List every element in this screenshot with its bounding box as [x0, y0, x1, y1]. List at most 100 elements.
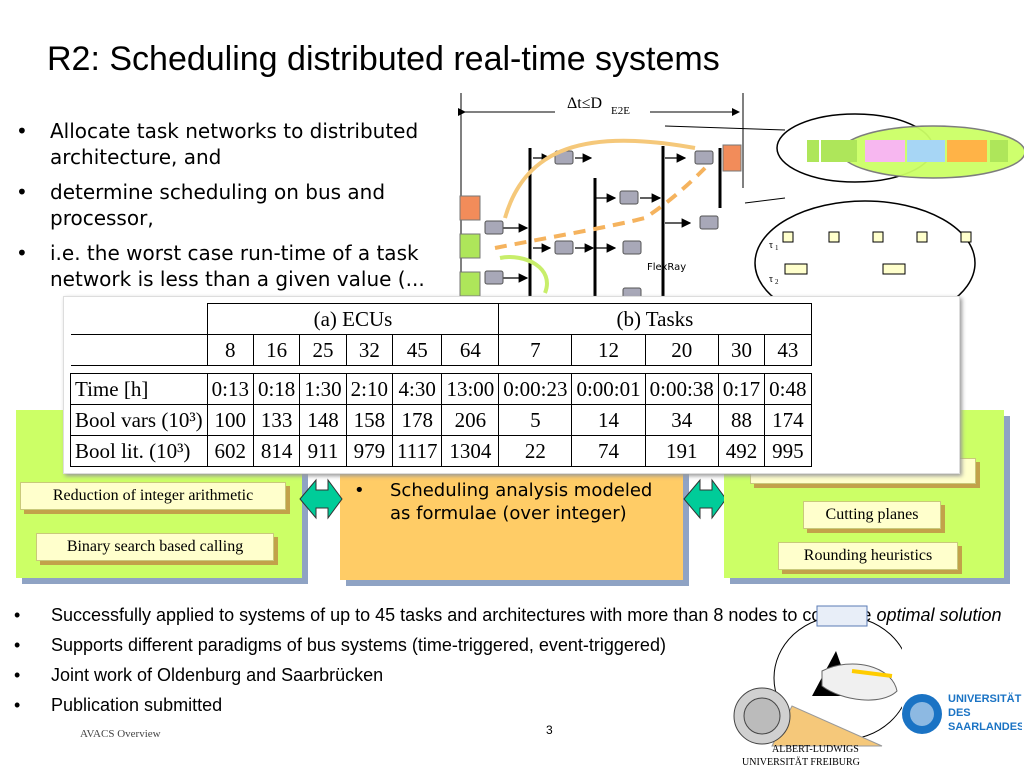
table-cell: 14: [571, 404, 646, 436]
table-header-row: (a) ECUs (b) Tasks: [70, 303, 812, 335]
svg-text:DES: DES: [948, 707, 971, 719]
table-cell: 158: [345, 404, 394, 436]
table-cell: 74: [571, 435, 646, 467]
table-cell: 1:30: [299, 373, 347, 405]
row-label: Time [h]: [70, 373, 208, 405]
ecu-chip-icon: [619, 190, 639, 205]
ecu-chip-icon: [694, 150, 714, 165]
oldenburg-logo-icon: [816, 605, 868, 627]
e2e-subscript: E2E: [611, 105, 630, 117]
table-cell: 0:00:38: [644, 373, 719, 405]
table-cell: 45: [391, 334, 443, 366]
task-flag-icon: [459, 233, 481, 259]
table-cell: 43: [764, 334, 812, 366]
table-cell: 34: [644, 404, 719, 436]
results-bullet-list: Successfully applied to systems of up to…: [14, 604, 1014, 724]
task-flag-icon: [459, 271, 481, 297]
table-cell: 8: [206, 334, 254, 366]
table-header-row: 8 16 25 32 45 64 7 12 20 30 43: [70, 334, 812, 366]
ecu-chip-icon: [484, 220, 504, 235]
table-cell: 20: [644, 334, 719, 366]
table-cell: 148: [299, 404, 347, 436]
table-cell: 0:18: [252, 373, 301, 405]
table-cell: 7: [498, 334, 573, 366]
page-title: R2: Scheduling distributed real-time sys…: [47, 40, 720, 78]
svg-text:2: 2: [775, 278, 779, 286]
table-cell: 602: [206, 435, 254, 467]
left-double-arrow-icon: [299, 478, 343, 520]
table-cell: 174: [764, 404, 812, 436]
tau2-label: τ: [769, 274, 773, 285]
list-item: Supports different paradigms of bus syst…: [14, 634, 1014, 656]
table-cell: 12: [571, 334, 646, 366]
center-orange-panel: • Scheduling analysis modeled as formula…: [340, 465, 683, 580]
table-row: Time [h] 0:13 0:18 1:30 2:10 4:30 13:00 …: [70, 373, 812, 405]
table-cell: 0:00:01: [571, 373, 646, 405]
list-item: Publication submitted: [14, 694, 1014, 716]
ecu-chip-icon: [622, 240, 642, 255]
table-row: Bool vars (10³) 100 133 148 158 178 206 …: [70, 404, 812, 436]
table-cell: 22: [498, 435, 573, 467]
table-cell: 64: [441, 334, 500, 366]
task-flag-icon: [722, 144, 742, 172]
bus-label: FlexRay: [647, 262, 686, 273]
list-item: Successfully applied to systems of up to…: [14, 604, 1014, 626]
rounding-heuristics-label: Rounding heuristics: [778, 542, 958, 570]
table-cell: 88: [717, 404, 766, 436]
ecu-chip-icon: [484, 270, 504, 285]
table-cell: 206: [441, 404, 500, 436]
schedule-zoom-ellipse: [754, 200, 976, 303]
table-cell: 100: [206, 404, 254, 436]
table-cell: 814: [252, 435, 301, 467]
list-item: determine scheduling on bus and processo…: [16, 179, 431, 231]
row-label: Bool vars (10³): [70, 404, 208, 436]
footer-left: AVACS Overview: [80, 728, 161, 740]
table-cell: 492: [717, 435, 766, 467]
intro-bullet-list: Allocate task networks to distributed ar…: [16, 118, 431, 301]
group-a-header: (a) ECUs: [206, 303, 500, 335]
svg-text:ALBERT-LUDWIGS: ALBERT-LUDWIGS: [772, 744, 859, 755]
table-cell: 32: [345, 334, 394, 366]
table-cell: 4:30: [391, 373, 443, 405]
partner-logos: ALBERT-LUDWIGS UNIVERSITÄT FREIBURG: [733, 605, 902, 768]
table-cell: 1117: [391, 435, 443, 467]
table-cell: 995: [764, 435, 812, 467]
table-cell: 5: [498, 404, 573, 436]
ecu-chip-icon: [554, 240, 574, 255]
table-cell: 13:00: [441, 373, 500, 405]
list-item: Joint work of Oldenburg and Saarbrücken: [14, 664, 1014, 686]
list-item: i.e. the worst case run-time of a task n…: [16, 240, 431, 292]
table-cell: 0:13: [206, 373, 254, 405]
table-cell: 0:17: [717, 373, 766, 405]
table-cell: 133: [252, 404, 301, 436]
e2e-label: Δt≤D: [567, 95, 602, 112]
architecture-diagram: Δt≤D E2E FlexRay: [458, 93, 1024, 303]
row-label: Bool lit. (10³): [70, 435, 208, 467]
list-item: Allocate task networks to distributed ar…: [16, 118, 431, 170]
svg-text:UNIVERSITÄT FREIBURG: UNIVERSITÄT FREIBURG: [742, 756, 860, 768]
table-cell: 979: [345, 435, 394, 467]
cutting-planes-label: Cutting planes: [803, 501, 941, 529]
reduction-label: Reduction of integer arithmetic: [20, 482, 286, 510]
tau1-label: τ: [769, 240, 773, 251]
group-b-header: (b) Tasks: [498, 303, 812, 335]
table-cell: 25: [299, 334, 347, 366]
results-table: (a) ECUs (b) Tasks 8 16 25 32 45 64 7 12…: [63, 296, 960, 474]
table-cell: 30: [717, 334, 766, 366]
binary-search-label: Binary search based calling: [36, 533, 274, 561]
table-cell: 911: [299, 435, 347, 467]
table-cell: 0:48: [764, 373, 812, 405]
table-cell: 178: [391, 404, 443, 436]
svg-text:UNIVERSITÄT: UNIVERSITÄT: [948, 692, 1022, 705]
table-cell: 1304: [441, 435, 500, 467]
svg-text:1: 1: [775, 244, 779, 252]
svg-text:SAARLANDES: SAARLANDES: [948, 721, 1022, 733]
table-cell: 191: [644, 435, 719, 467]
page-number: 3: [546, 723, 553, 737]
saarland-logo: UNIVERSITÄT DES SAARLANDES: [902, 692, 1022, 734]
ecu-chip-icon: [699, 215, 719, 230]
table-cell: 2:10: [345, 373, 394, 405]
task-flag-icon: [459, 195, 481, 221]
table-cell: 0:00:23: [498, 373, 573, 405]
table-cell: 16: [252, 334, 301, 366]
